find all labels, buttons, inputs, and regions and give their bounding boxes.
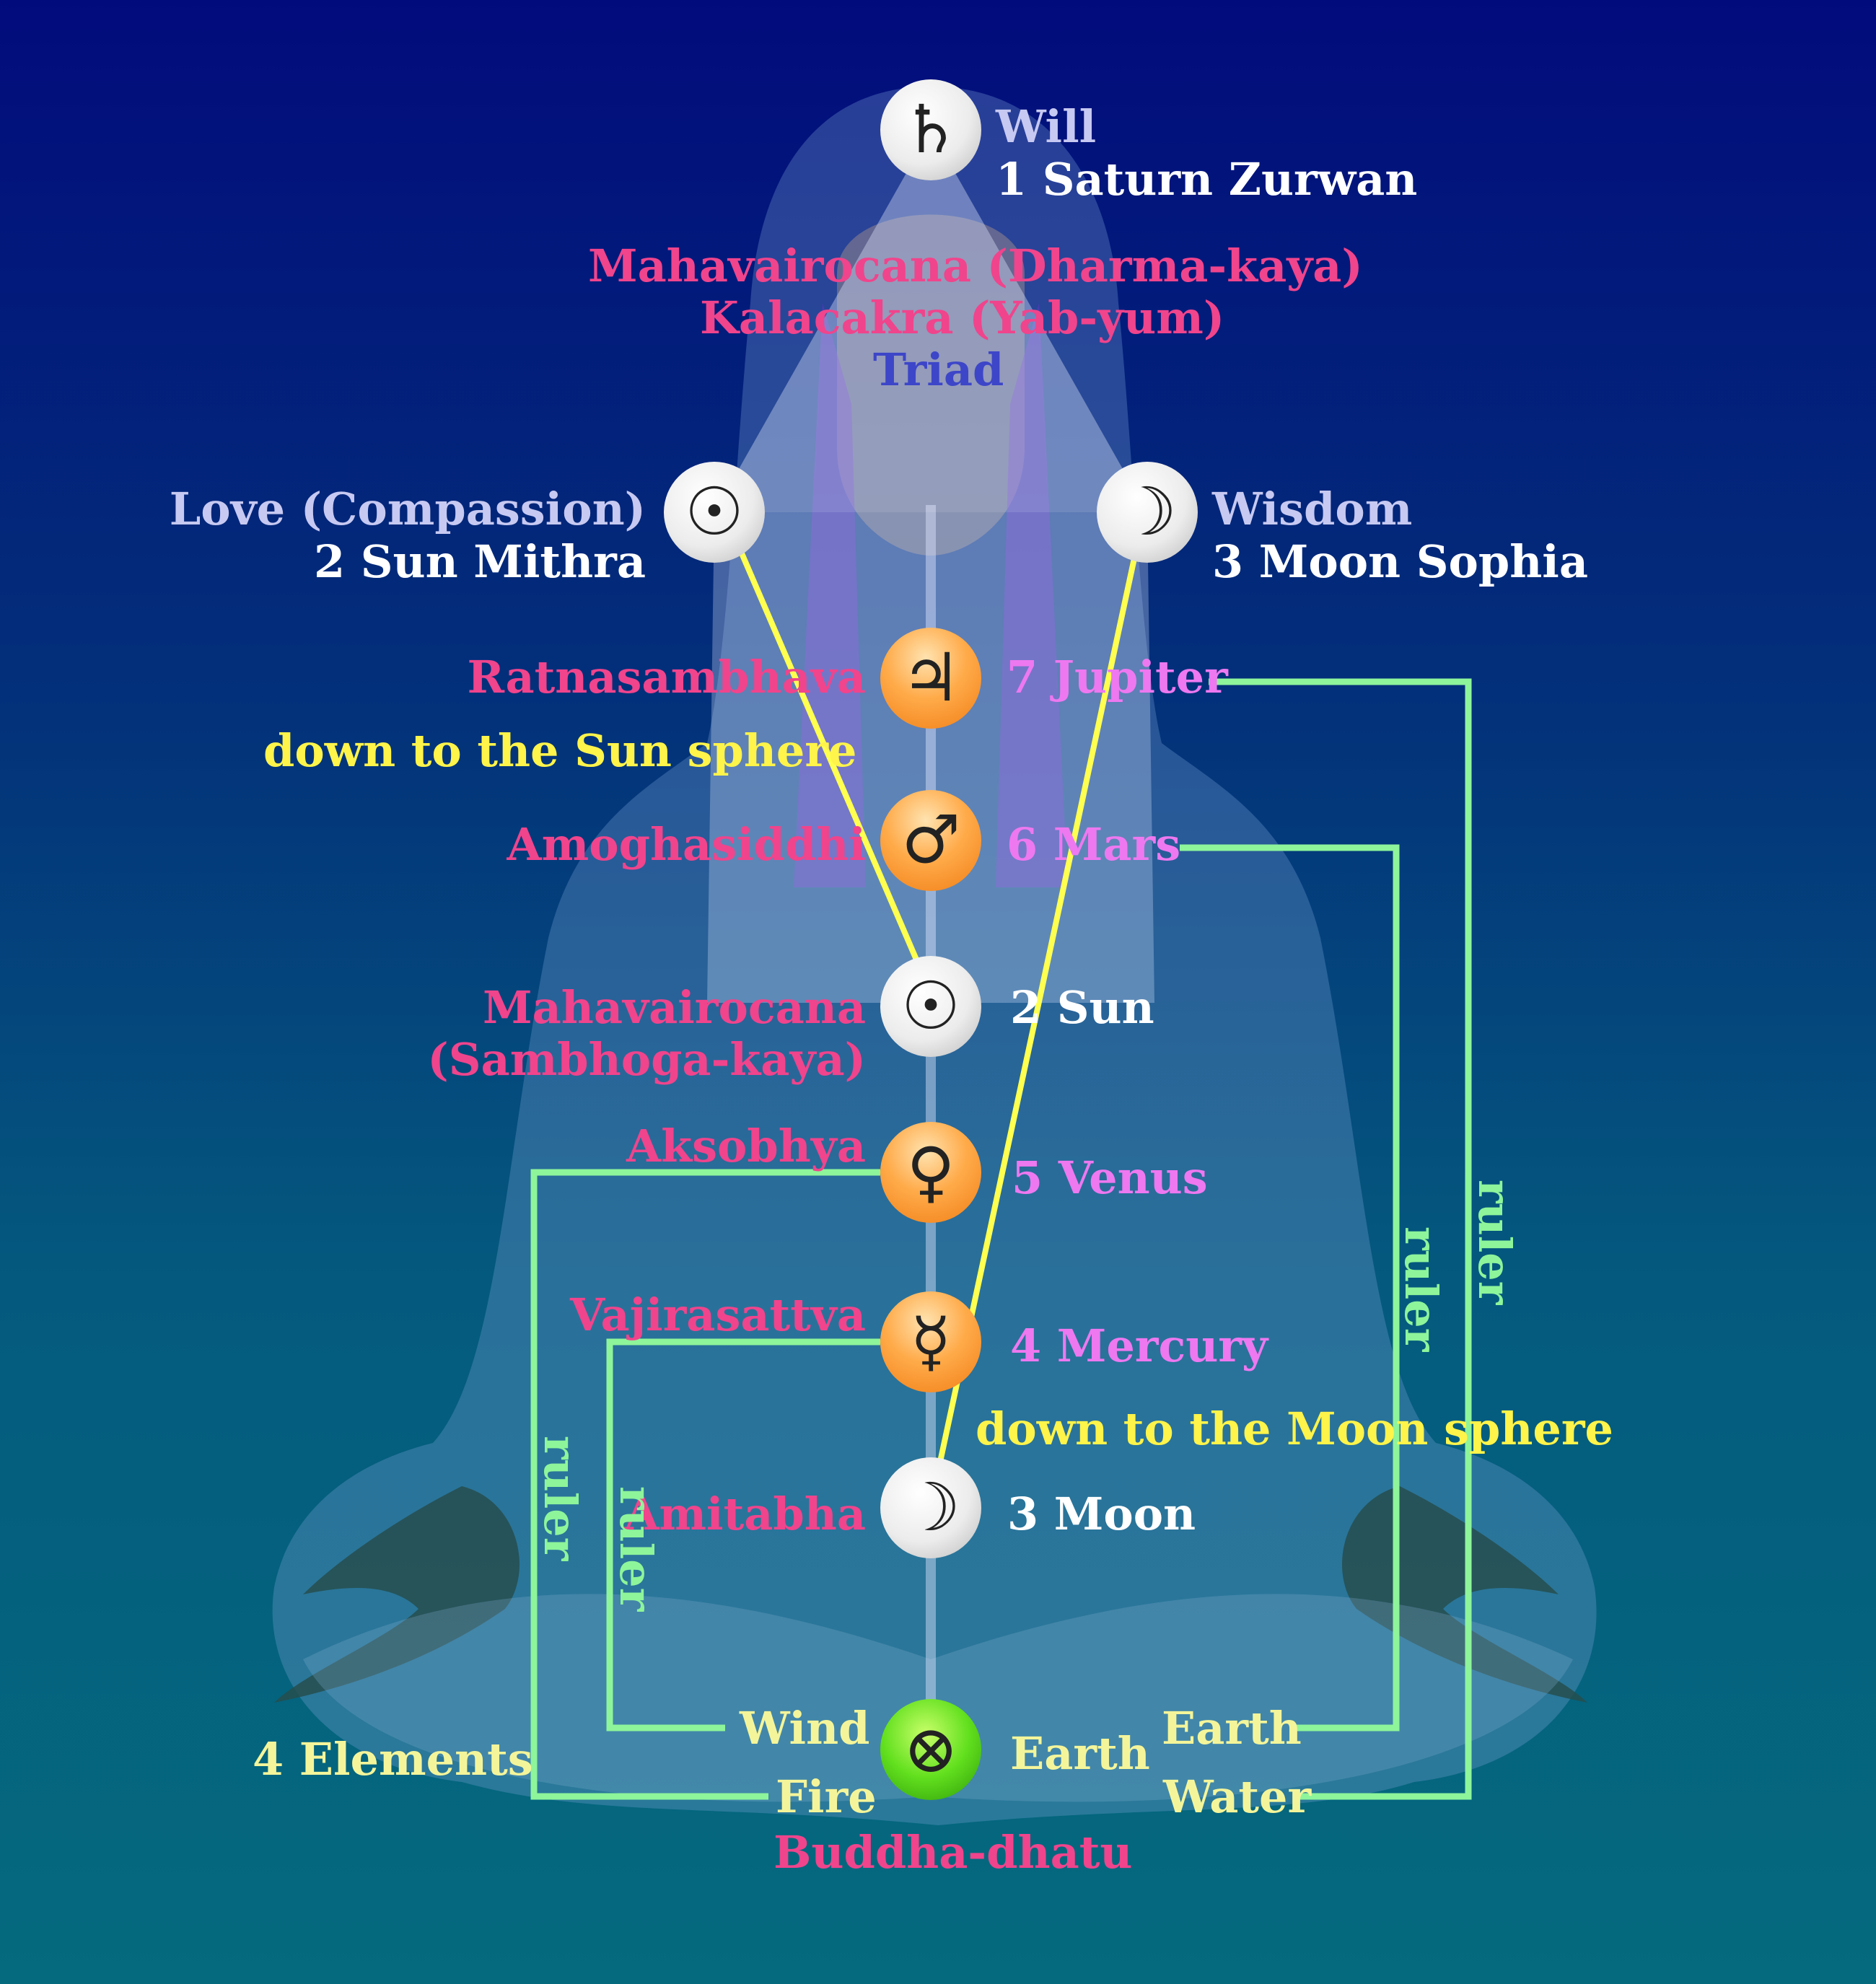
sun-mithra-label: 2 Sun Mithra	[314, 535, 646, 588]
aksobhya-label: Aksobhya	[626, 1120, 866, 1172]
mahavairocana-sambhoga-label: Mahavairocana	[483, 981, 866, 1034]
amoghasiddhi-label: Amoghasiddhi	[507, 818, 866, 871]
sun-lower-orb: ☉	[880, 956, 981, 1057]
moon-icon: ☽	[1117, 473, 1178, 550]
love-label: Love (Compassion)	[169, 483, 646, 535]
down-moon-label: down to the Moon sphere	[976, 1403, 1613, 1455]
vajirasattva-label: Vajirasattva	[570, 1289, 866, 1341]
down-sun-label: down to the Sun sphere	[263, 724, 857, 777]
will-label: Will	[996, 100, 1097, 153]
mahavairocana-dharma-label: Mahavairocana (Dharma-kaya)	[588, 240, 1363, 292]
sun-descent-line	[737, 547, 919, 961]
ruler-label-jupiter: ruler	[1468, 1180, 1521, 1305]
mercury-orb: ☿	[880, 1291, 981, 1392]
sambhoga-kaya-label: (Sambhoga-kaya)	[427, 1033, 866, 1086]
mars-icon: ♂	[900, 802, 961, 879]
wisdom-label: Wisdom	[1212, 483, 1413, 535]
mars-label: 6 Mars	[1007, 818, 1181, 871]
buddha-dhatu-label: Buddha-dhatu	[773, 1826, 1133, 1879]
jupiter-label: 7 Jupiter	[1007, 651, 1228, 703]
figure-face	[837, 214, 1025, 556]
jupiter-orb: ♃	[880, 628, 981, 729]
sun-icon: ☉	[684, 473, 745, 550]
venus-label: 5 Venus	[1012, 1151, 1208, 1204]
mercury-wind-connector	[606, 1338, 880, 1731]
earth-orb: ⊗	[880, 1699, 981, 1800]
sun-upper-orb: ☉	[664, 462, 765, 563]
jupiter-icon: ♃	[900, 639, 961, 716]
sun-label: 2 Sun	[1010, 981, 1154, 1034]
moon-upper-orb: ☽	[1097, 462, 1198, 563]
moon-lower-orb: ☽	[880, 1457, 981, 1558]
ratnasambhava-label: Ratnasambhava	[467, 651, 867, 703]
amitabha-label: Amitabha	[624, 1488, 866, 1540]
four-elements-label: 4 Elements	[253, 1733, 533, 1786]
figure-legs	[303, 1594, 1573, 1802]
earth-cross-icon: ⊗	[903, 1711, 959, 1788]
venus-fire-connector	[530, 1169, 880, 1800]
jupiter-water-connector	[1209, 678, 1472, 1800]
descent-trapezoid	[707, 512, 1154, 1003]
ruler-label-mars: ruler	[1395, 1226, 1447, 1352]
mercury-icon: ☿	[910, 1303, 952, 1380]
moon-label: 3 Moon	[1007, 1488, 1196, 1540]
moon-icon: ☽	[900, 1469, 961, 1546]
figure-right-hand	[1342, 1486, 1587, 1703]
mars-earth-connector	[1180, 844, 1400, 1731]
saturn-zurwan-label: 1 Saturn Zurwan	[996, 153, 1418, 206]
figure-hair	[794, 303, 1068, 887]
moon-sophia-label: 3 Moon Sophia	[1212, 535, 1589, 588]
kalacakra-label: Kalacakra (Yab-yum)	[700, 291, 1225, 344]
venus-orb: ♀	[880, 1122, 981, 1223]
saturn-icon: ♄	[900, 91, 961, 168]
earth-center-label: Earth	[1010, 1727, 1150, 1780]
earth-right-label: Earth	[1162, 1702, 1302, 1755]
mars-orb: ♂	[880, 790, 981, 891]
triad-label: Triad	[873, 343, 1004, 396]
saturn-orb: ♄	[880, 79, 981, 180]
ruler-connectors	[530, 678, 1472, 1800]
wind-label: Wind	[740, 1702, 870, 1755]
ruler-label-mercury: ruler	[610, 1486, 662, 1612]
water-label: Water	[1163, 1770, 1312, 1823]
sun-icon: ☉	[900, 967, 961, 1045]
triad-triangle	[714, 130, 1147, 512]
fire-label: Fire	[776, 1770, 877, 1823]
figure-left-hand	[274, 1486, 520, 1703]
mercury-label: 4 Mercury	[1010, 1320, 1268, 1372]
ruler-label-venus: ruler	[534, 1436, 587, 1561]
venus-icon: ♀	[906, 1133, 955, 1211]
